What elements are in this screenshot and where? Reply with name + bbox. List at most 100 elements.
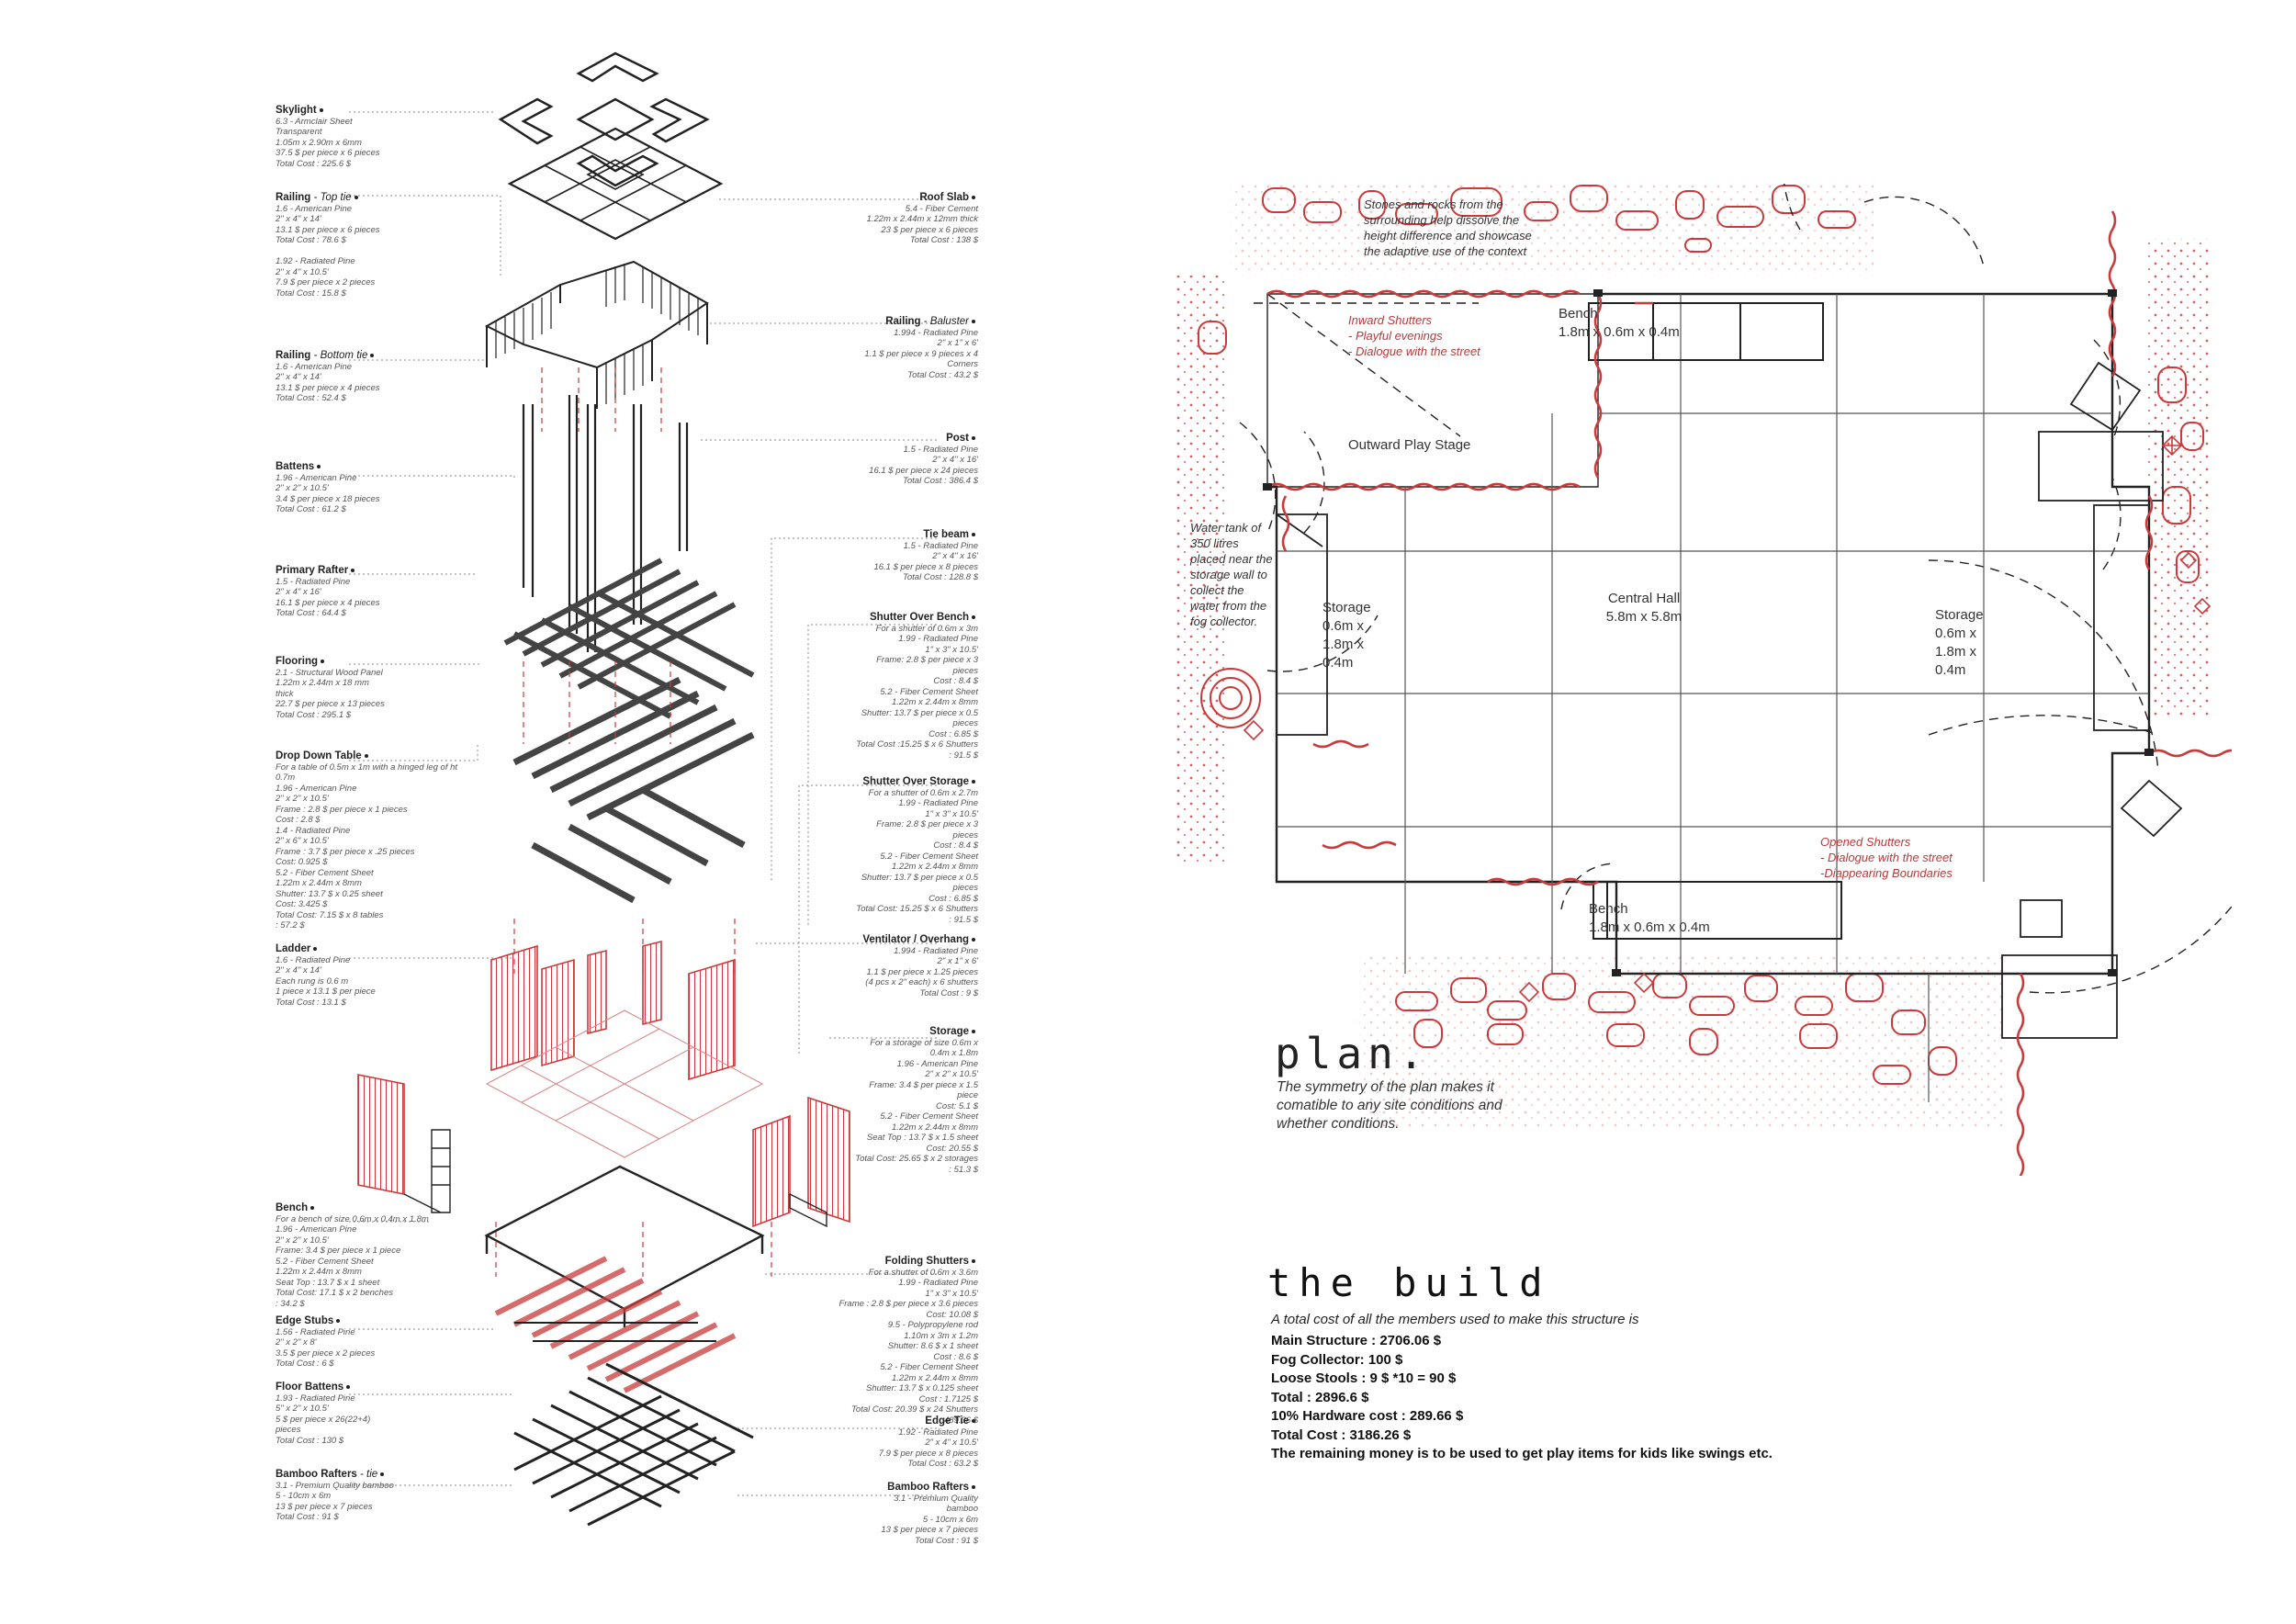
component-title: Tie beam bbox=[753, 529, 978, 541]
leader-bullet bbox=[310, 1205, 315, 1210]
leader-bullet bbox=[972, 1029, 975, 1033]
annotation-line: water from the bbox=[1190, 599, 1267, 613]
leader-bullet bbox=[354, 195, 358, 199]
door-swings bbox=[1239, 184, 2232, 994]
component-spec: 1.5 - Radiated Pine 2" x 4" x 16' 16.1 $… bbox=[873, 540, 978, 583]
component-title: Bamboo Rafters bbox=[753, 1482, 978, 1494]
structure-outline bbox=[1266, 292, 2151, 976]
shutters bbox=[1266, 210, 2232, 1176]
component-title: Ladder bbox=[276, 943, 496, 955]
component-title: Railing - Top tie bbox=[276, 192, 496, 204]
annotation-line: whether conditions. bbox=[1277, 1116, 1400, 1132]
leader-bullet bbox=[364, 753, 368, 758]
component-title: Battens bbox=[276, 461, 496, 473]
component-spec: 1.56 - Radiated Pine 2" x 2" x 8' 3.5 $ … bbox=[276, 1326, 376, 1370]
bench-top-outline bbox=[1588, 302, 1824, 361]
shutter-walls bbox=[357, 940, 850, 1228]
component-spec: 6.3 - Armclair Sheet Transparent 1.05m x… bbox=[276, 116, 380, 169]
base-frame bbox=[484, 1165, 765, 1327]
component-title: Primary Rafter bbox=[276, 565, 496, 577]
annotation-line: -Diappearing Boundaries bbox=[1820, 866, 1953, 880]
component-title: Shutter Over Bench bbox=[753, 612, 978, 624]
component-title: Floor Battens bbox=[276, 1382, 496, 1393]
cost-line: Total Cost : 3186.26 $ bbox=[1271, 1427, 1412, 1443]
component-spec: 1.5 - Radiated Pine 2" x 4" x 16' 16.1 $… bbox=[276, 576, 380, 619]
skylight-pieces bbox=[498, 51, 710, 187]
component-title: Bench bbox=[276, 1202, 496, 1214]
component-spec: For a storage of size 0.6m x 0.4m x 1.8m… bbox=[855, 1037, 978, 1175]
leader-bullet bbox=[972, 435, 975, 440]
component-title: Flooring bbox=[276, 656, 496, 668]
leader-bullet bbox=[313, 946, 318, 951]
exploded-axonometric-drawing bbox=[349, 51, 937, 1527]
annotation-line: Stones and rocks from the bbox=[1364, 197, 1503, 211]
cost-line: 10% Hardware cost : 289.66 $ bbox=[1271, 1408, 1464, 1424]
leader-bullet bbox=[380, 1472, 385, 1476]
leader-bullet bbox=[972, 1258, 975, 1263]
leader-bullet bbox=[972, 779, 975, 784]
plan-title: plan. bbox=[1275, 1029, 1430, 1078]
wall-stubs bbox=[1263, 289, 2154, 976]
storage-right-label: Storage 0.6m x 1.8m x 0.4m bbox=[1935, 607, 1984, 678]
central-hall-label: Central Hall 5.8m x 5.8m bbox=[1605, 591, 1683, 625]
component-spec: 3.1 - Premium Quality bamboo 5 - 10cm x … bbox=[276, 1480, 394, 1523]
component-title: Ventilator / Overhang bbox=[753, 934, 978, 946]
bench-top-label: Bench 1.8m x 0.6m x 0.4m bbox=[1559, 306, 1680, 340]
annotation-inward-shutters: Inward Shutters- Playful evenings- Dialo… bbox=[1348, 312, 1480, 359]
cost-line: Main Structure : 2706.06 $ bbox=[1271, 1333, 1442, 1348]
annotation-line: comatible to any site conditions and bbox=[1277, 1098, 1503, 1113]
floor-battens bbox=[494, 1256, 737, 1393]
leader-bullet bbox=[972, 1418, 975, 1423]
roof-slab bbox=[507, 127, 724, 241]
component-spec: For a shutter of 0.6m x 3m 1.99 - Radiat… bbox=[856, 623, 978, 761]
component-title: Folding Shutters bbox=[753, 1256, 978, 1268]
leader-bullet bbox=[351, 568, 355, 572]
site-dots bbox=[1176, 184, 2209, 1130]
leader-bullet bbox=[317, 464, 321, 468]
component-title: Railing - Baluster bbox=[753, 316, 978, 328]
cost-line: Loose Stools : 9 $ *10 = 90 $ bbox=[1271, 1370, 1457, 1386]
ladder-and-bench-units bbox=[403, 1129, 827, 1228]
annotation-line: height difference and showcase bbox=[1364, 229, 1532, 242]
annotation-line: placed near the bbox=[1190, 552, 1273, 566]
component-spec: 3.1 - Premium Quality bamboo 5 - 10cm x … bbox=[881, 1493, 978, 1546]
annotation-line: - Dialogue with the street bbox=[1820, 851, 1953, 864]
component-title: Edge Stubs bbox=[276, 1315, 496, 1327]
loose-stools bbox=[2001, 361, 2183, 1039]
leader-bullet bbox=[972, 319, 975, 323]
leader-bullet bbox=[972, 1484, 975, 1489]
component-title: Edge Tie bbox=[753, 1415, 978, 1427]
flooring bbox=[512, 676, 755, 904]
component-spec: 1.6 - Radiated Pine 2" x 4" x 14' Each r… bbox=[276, 954, 376, 1008]
build-subtitle: A total cost of all the members used to … bbox=[1271, 1312, 1639, 1327]
component-spec: For a bench of size 0.6m x 0.4m x 1.8m 1… bbox=[276, 1213, 429, 1309]
build-cost-list: Main Structure : 2706.06 $Fog Collector:… bbox=[1271, 1332, 1773, 1464]
plants bbox=[1243, 434, 2212, 1003]
leader-bullet bbox=[370, 353, 375, 357]
component-spec: For a shutter of 0.6m x 3.6m 1.99 - Radi… bbox=[838, 1267, 978, 1426]
floor-plan-drawing bbox=[1176, 184, 2232, 1176]
leader-bullet bbox=[972, 615, 975, 619]
railing bbox=[484, 260, 709, 409]
component-title: Storage bbox=[753, 1026, 978, 1038]
component-spec: 1.994 - Radiated Pine 2" x 1" x 6' 1.1 $… bbox=[864, 327, 978, 380]
cost-line: Total : 2896.6 $ bbox=[1271, 1389, 1369, 1405]
